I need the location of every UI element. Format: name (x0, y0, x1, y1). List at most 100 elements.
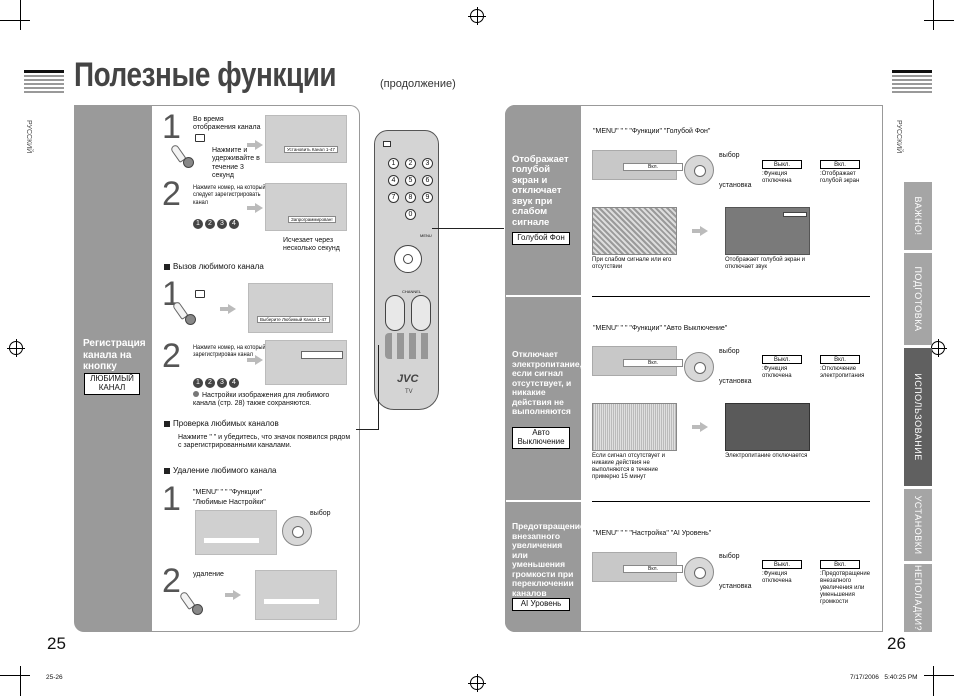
sec1-title: Отображает голубой экран и отключает зву… (512, 154, 569, 228)
menu-highlight-row (264, 599, 319, 604)
sec1-select: выбор (719, 152, 740, 159)
osd-label: Выберите Любимый Канал 1-47 (257, 316, 330, 323)
left-content-frame (152, 105, 360, 632)
remote-menu-label: MENU (420, 233, 432, 238)
left-section-title: Регистрация канала на кнопку (83, 338, 146, 372)
step1-hold-text: Нажмите и удерживайте в течение 3 секунд (212, 147, 260, 180)
sec2-select: выбор (719, 348, 740, 355)
sec2-noise-image (592, 403, 677, 451)
registration-mark-top (468, 7, 486, 25)
left-section-box: ЛЮБИМЫЙ КАНАЛ (84, 373, 140, 395)
del2-number: 2 (162, 562, 181, 600)
tab-troubleshooting[interactable]: НЕПОЛАДКИ? (904, 564, 932, 632)
remote-button-grid (385, 333, 433, 359)
tab-label: УСТАНОВКИ (913, 495, 923, 555)
remote-tv-label: TV (405, 389, 413, 395)
footer-right: 7/17/2006 5:40:25 PM (850, 674, 918, 681)
connector-line-left (356, 345, 379, 430)
step1-number: 1 (162, 108, 181, 146)
sec1-off-box: Выкл. (762, 160, 802, 169)
check-text: Нажмите " " и убедитесь, что значок появ… (178, 434, 351, 450)
call-heading: Вызов любимого канала (164, 262, 264, 272)
sec3-on-box: Вкл. (820, 560, 860, 569)
book-icon (195, 134, 205, 142)
sec3-tv-bar: Вкл. (592, 552, 683, 582)
sec2-on-desc: :Отключение электропитания (820, 366, 865, 379)
sec1-weak-signal-image (592, 207, 677, 255)
channel-indicator (783, 212, 807, 217)
sec2-off-box: Выкл. (762, 355, 802, 364)
check-heading-text: Проверка любимых каналов (173, 419, 279, 428)
number-key: 4 (229, 219, 239, 229)
sec1-set: установка (719, 182, 752, 189)
sec2-bar-value: Вкл. (623, 359, 683, 367)
sec2-title: Отключает электропитание, если сигнал от… (512, 349, 582, 417)
sec3-bar-value: Вкл. (623, 565, 683, 573)
osd-label: Установить Канал 1-47 (284, 146, 338, 153)
tab-preparation[interactable]: ПОДГОТОВКА (904, 253, 932, 345)
call-heading-text: Вызов любимого канала (173, 262, 264, 271)
call-note: Настройки изображения для любимого канал… (193, 391, 353, 409)
menu-screen-del2 (255, 570, 337, 620)
sec3-off-box: Выкл. (762, 560, 802, 569)
arrow-icon (247, 140, 263, 150)
tv-screen-step2: Запрограммирован! (265, 183, 347, 231)
arrow-icon (225, 590, 241, 600)
page-number-right: 26 (887, 634, 906, 653)
sec2-off-screen-image (725, 403, 810, 451)
registration-mark-left (7, 339, 25, 357)
tab-important[interactable]: ВАЖНО! (904, 182, 932, 250)
sec3-set: установка (719, 583, 752, 590)
left-section-panel: Регистрация канала на кнопку ЛЮБИМЫЙ КАН… (74, 105, 152, 632)
number-key: 2 (205, 219, 215, 229)
header-bars-left (24, 70, 64, 95)
call-note-text: Настройки изображения для любимого канал… (193, 392, 330, 408)
divider (592, 296, 870, 297)
delete-heading-text: Удаление любимого канала (173, 466, 277, 475)
arrow-icon (692, 226, 708, 236)
call2-number: 2 (162, 337, 181, 375)
del1-number: 1 (162, 480, 181, 518)
sec2-tv-bar: Вкл. (592, 346, 683, 376)
remote-key-3: 3 (422, 158, 433, 169)
del1-select: выбор (310, 510, 331, 517)
del1-line2: "Любимые Настройки" (193, 499, 266, 506)
number-key: 2 (205, 378, 215, 388)
sec1-blue-screen-image (725, 207, 810, 255)
sec3-off-desc: :Функция отключена (762, 571, 792, 584)
number-key: 1 (193, 219, 203, 229)
menu-highlight-row (204, 538, 259, 543)
number-key: 4 (229, 378, 239, 388)
sec1-path: "MENU" " " "Функции" "Голубой Фон" (593, 128, 711, 135)
hand-press-icon (171, 300, 196, 326)
sec1-on-desc: :Отображает голубой экран (820, 171, 860, 184)
channel-indicator (301, 351, 343, 359)
tab-usage[interactable]: ИСПОЛЬЗОВАНИЕ (904, 348, 932, 486)
remote-key-1: 1 (388, 158, 399, 169)
remote-channel-label: CHANNEL (402, 289, 422, 294)
tv-screen-call2 (265, 340, 347, 385)
tab-settings[interactable]: УСТАНОВКИ (904, 489, 932, 561)
hand-press-icon (169, 143, 194, 169)
remote-control: 1 2 3 4 5 6 7 8 9 0 MENU CHANNEL JVC TV (374, 130, 439, 410)
check-heading: Проверка любимых каналов (164, 419, 279, 429)
remote-top-button (383, 141, 391, 147)
tab-label: ПОДГОТОВКА (913, 266, 923, 332)
call2-text: Нажмите номер, на который зарегистрирова… (193, 344, 266, 359)
arrow-icon (247, 203, 263, 213)
del1-line1: "MENU" " " "Функции" (193, 489, 262, 496)
sec3-on-desc: :Предотвращение внезапного увеличения ил… (820, 571, 871, 605)
sec3-box: AI Уровень (512, 598, 570, 611)
page-number-left: 25 (47, 634, 66, 653)
book-icon (195, 290, 205, 298)
number-key: 1 (193, 378, 203, 388)
menu-screen-del1 (195, 510, 277, 555)
sec2-on-box: Вкл. (820, 355, 860, 364)
language-label-right: РУССКИЙ (895, 120, 902, 154)
step1-text: Во время отображения канала (193, 116, 261, 132)
remote-rocker-right (411, 295, 431, 331)
divider (592, 501, 870, 502)
sec3-title: Предотвращение внезапного увеличения или… (512, 521, 585, 598)
